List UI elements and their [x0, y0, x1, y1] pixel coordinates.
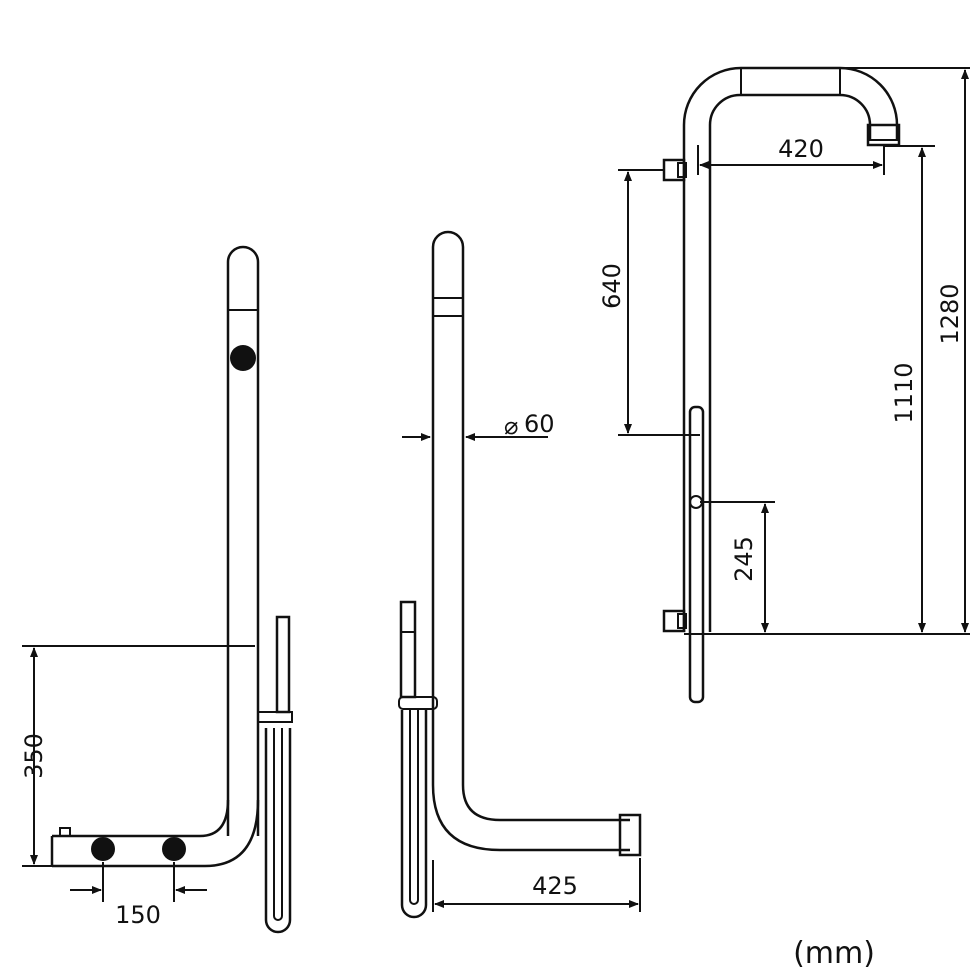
side-hose	[400, 710, 428, 919]
side-view: ⌀ 60 425	[398, 230, 642, 919]
dim-side-depth: 425	[532, 872, 578, 900]
elevation-lower-bracket	[662, 609, 686, 633]
elevation-slide-bar	[688, 405, 705, 704]
dim-lower-spacing: 245	[730, 536, 758, 582]
front-base-pipe	[52, 799, 230, 838]
unit-label: (mm)	[793, 936, 875, 971]
side-column	[431, 230, 465, 785]
dim-upper-spacing: 640	[598, 263, 626, 309]
elevation-view: 420 640 245 1110 1280	[598, 66, 970, 704]
dim-head-height: 1110	[890, 362, 918, 423]
front-hose	[264, 728, 292, 934]
dim-front-height: 350	[20, 733, 48, 779]
front-column	[226, 245, 260, 836]
front-handshower	[275, 615, 291, 714]
dim-head-reach: 420	[778, 135, 824, 163]
dim-front-spacing: 150	[115, 901, 161, 929]
front-view: 350 150	[20, 245, 293, 934]
side-handshower	[399, 600, 417, 699]
elevation-shower-head	[866, 123, 901, 147]
diameter-symbol: ⌀	[504, 412, 518, 440]
elevation-column	[682, 66, 899, 632]
side-wall-flange	[618, 813, 642, 857]
dim-side-diameter: 60	[524, 410, 555, 438]
front-knob-right	[162, 837, 186, 861]
dim-total-height: 1280	[936, 283, 964, 344]
front-knob-left	[91, 837, 115, 861]
front-diverter-knob	[230, 345, 256, 371]
